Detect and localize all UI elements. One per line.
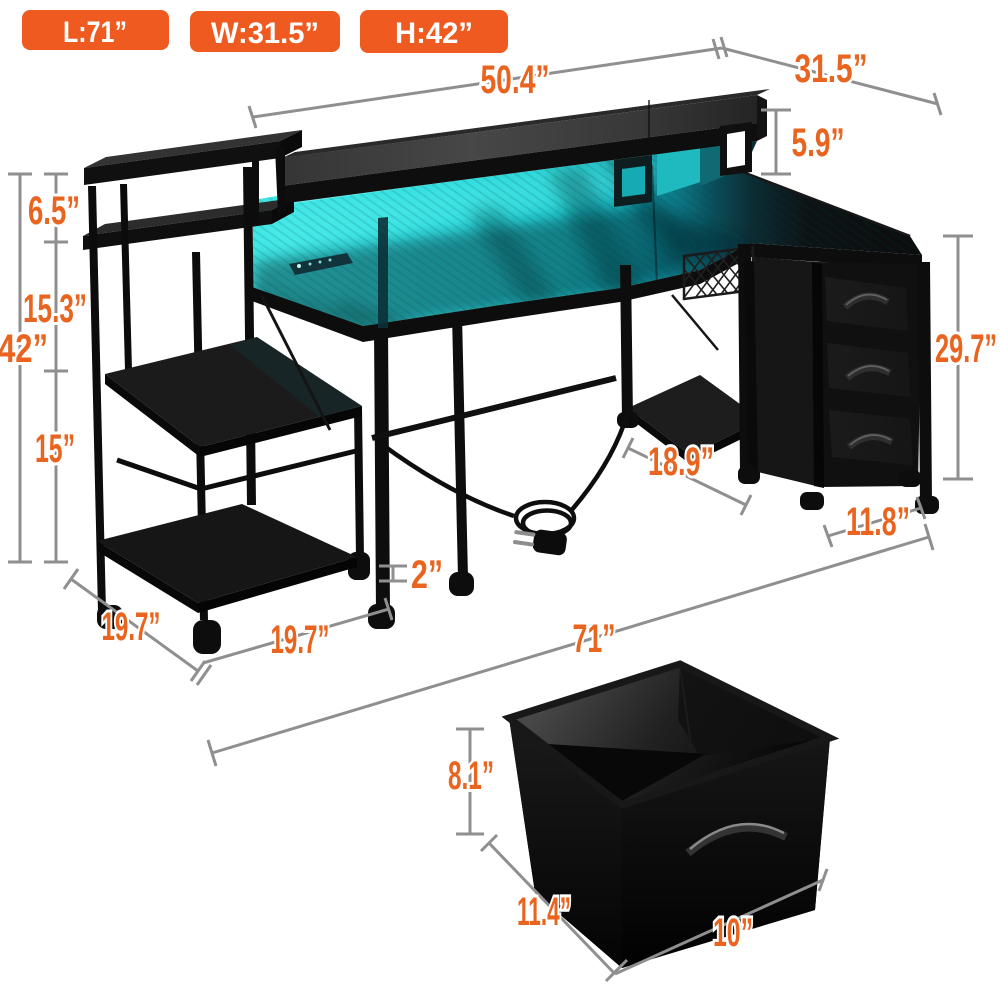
svg-text:15”: 15” — [35, 427, 75, 471]
svg-text:L:71”: L:71” — [63, 16, 127, 49]
svg-text:29.7”: 29.7” — [935, 327, 997, 371]
svg-text:W:31.5”: W:31.5” — [211, 17, 319, 50]
svg-text:2”: 2” — [411, 553, 443, 597]
svg-text:31.5”: 31.5” — [795, 47, 868, 91]
svg-text:8.1”: 8.1” — [448, 754, 494, 798]
svg-text:11.8”: 11.8” — [846, 500, 910, 544]
svg-text:5.9”: 5.9” — [792, 121, 845, 165]
svg-text:50.4”: 50.4” — [481, 58, 550, 102]
svg-text:10”: 10” — [713, 911, 753, 955]
svg-text:H:42”: H:42” — [395, 17, 473, 50]
svg-text:19.7”: 19.7” — [271, 618, 330, 662]
svg-text:42”: 42” — [0, 327, 48, 371]
svg-text:6.5”: 6.5” — [28, 189, 80, 233]
svg-text:71”: 71” — [573, 617, 616, 661]
svg-text:11.4”: 11.4” — [517, 890, 571, 934]
svg-text:15.3”: 15.3” — [23, 287, 87, 331]
svg-text:19.7”: 19.7” — [102, 605, 161, 649]
svg-text:18.9”: 18.9” — [648, 440, 714, 484]
